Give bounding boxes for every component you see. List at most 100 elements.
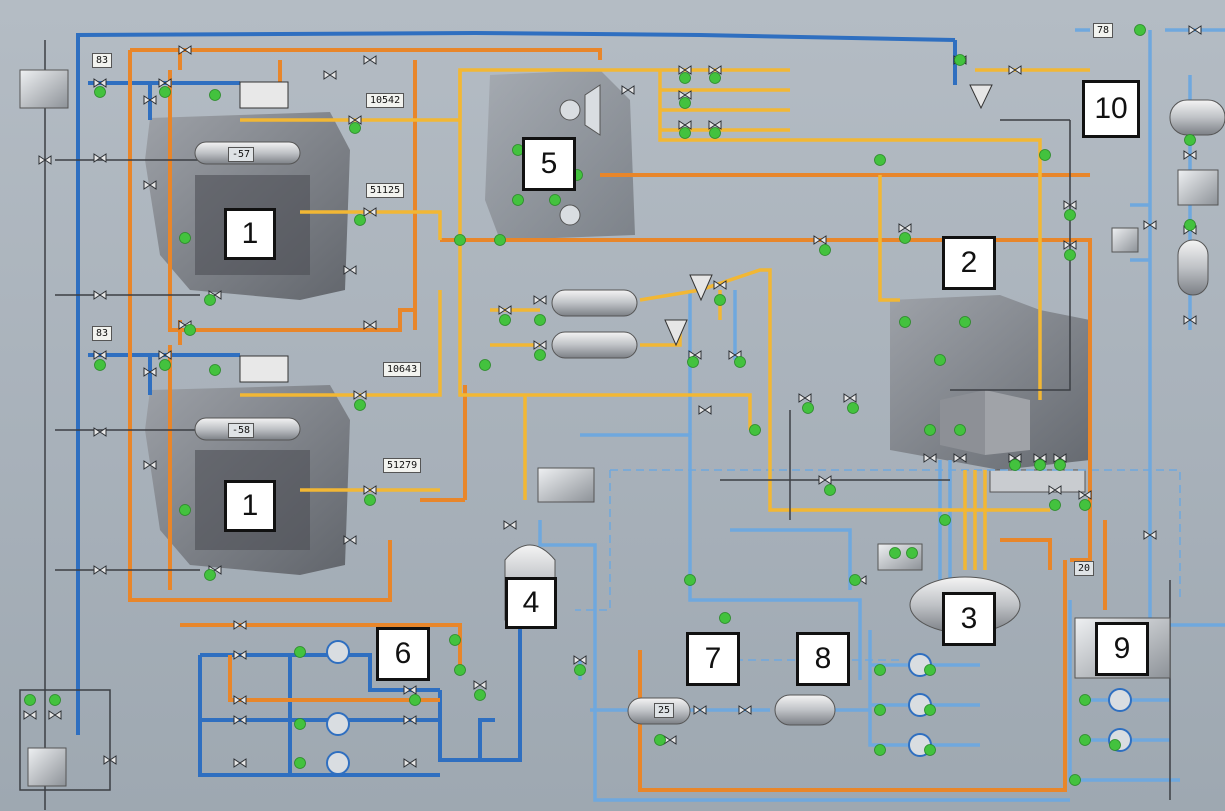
status-indicator-icon — [934, 354, 946, 366]
valve-icon[interactable] — [813, 235, 827, 245]
status-indicator-icon — [494, 234, 506, 246]
valve-icon[interactable] — [1063, 200, 1077, 210]
valve-icon[interactable] — [233, 715, 247, 725]
valve-icon[interactable] — [233, 620, 247, 630]
status-indicator-icon — [1054, 459, 1066, 471]
valve-icon[interactable] — [533, 340, 547, 350]
status-indicator-icon — [159, 86, 171, 98]
valve-icon[interactable] — [798, 393, 812, 403]
valve-icon[interactable] — [38, 155, 52, 165]
valve-icon[interactable] — [103, 755, 117, 765]
status-indicator-icon — [354, 399, 366, 411]
valve-icon[interactable] — [713, 280, 727, 290]
valve-icon[interactable] — [1008, 65, 1022, 75]
status-indicator-icon — [1069, 774, 1081, 786]
valve-icon[interactable] — [233, 695, 247, 705]
valve-icon[interactable] — [233, 758, 247, 768]
status-indicator-icon — [534, 349, 546, 361]
valve-icon[interactable] — [818, 475, 832, 485]
status-indicator-icon — [24, 694, 36, 706]
valve-icon[interactable] — [158, 78, 172, 88]
status-indicator-icon — [454, 234, 466, 246]
label-unit-4: 4 — [505, 577, 557, 629]
valves — [23, 25, 1202, 768]
valve-icon[interactable] — [403, 685, 417, 695]
valve-icon[interactable] — [363, 207, 377, 217]
valve-icon[interactable] — [1078, 490, 1092, 500]
valve-icon[interactable] — [923, 453, 937, 463]
valve-icon[interactable] — [708, 65, 722, 75]
valve-icon[interactable] — [1183, 315, 1197, 325]
valve-icon[interactable] — [473, 680, 487, 690]
valve-icon[interactable] — [503, 520, 517, 530]
valve-icon[interactable] — [533, 295, 547, 305]
valve-icon[interactable] — [323, 70, 337, 80]
valve-icon[interactable] — [498, 305, 512, 315]
status-indicator-icon — [294, 718, 306, 730]
status-indicator-icon — [184, 324, 196, 336]
valve-icon[interactable] — [693, 705, 707, 715]
valve-icon[interactable] — [178, 45, 192, 55]
status-indicator-icon — [849, 574, 861, 586]
valve-icon[interactable] — [363, 320, 377, 330]
valve-icon[interactable] — [343, 535, 357, 545]
label-unit-7: 7 — [686, 632, 740, 686]
valve-icon[interactable] — [1048, 485, 1062, 495]
valve-icon[interactable] — [843, 393, 857, 403]
valve-icon[interactable] — [1063, 240, 1077, 250]
label-unit-9: 9 — [1095, 622, 1149, 676]
valve-icon[interactable] — [953, 453, 967, 463]
valve-icon[interactable] — [678, 65, 692, 75]
status-indicator-icon — [1039, 149, 1051, 161]
valve-icon[interactable] — [93, 153, 107, 163]
valve-icon[interactable] — [1188, 25, 1202, 35]
valve-icon[interactable] — [158, 350, 172, 360]
label-unit-1-top: 1 — [224, 208, 276, 260]
valve-icon[interactable] — [143, 95, 157, 105]
status-indicator-icon — [1079, 694, 1091, 706]
valve-icon[interactable] — [93, 427, 107, 437]
status-indicator-icon — [1184, 219, 1196, 231]
status-indicator-icon — [179, 232, 191, 244]
valve-icon[interactable] — [403, 715, 417, 725]
valve-icon[interactable] — [363, 485, 377, 495]
status-indicator-icon — [354, 214, 366, 226]
valve-icon[interactable] — [708, 120, 722, 130]
valve-icon[interactable] — [93, 290, 107, 300]
valve-icon[interactable] — [348, 115, 362, 125]
valve-icon[interactable] — [1143, 220, 1157, 230]
status-indicator-icon — [474, 689, 486, 701]
valve-icon[interactable] — [363, 55, 377, 65]
valve-icon[interactable] — [353, 390, 367, 400]
label-unit-5: 5 — [522, 137, 576, 191]
steam-yellow-lines — [240, 68, 1090, 570]
valve-icon[interactable] — [343, 265, 357, 275]
valve-icon[interactable] — [678, 120, 692, 130]
valve-icon[interactable] — [573, 655, 587, 665]
valve-icon[interactable] — [233, 650, 247, 660]
valve-icon[interactable] — [403, 758, 417, 768]
valve-icon[interactable] — [738, 705, 752, 715]
label-unit-8: 8 — [796, 632, 850, 686]
cyclone-separators — [664, 84, 993, 347]
valve-icon[interactable] — [698, 405, 712, 415]
status-indicator-icon — [709, 72, 721, 84]
valve-icon[interactable] — [1143, 530, 1157, 540]
valve-icon[interactable] — [93, 565, 107, 575]
label-unit-1-bottom: 1 — [224, 480, 276, 532]
valve-icon[interactable] — [143, 367, 157, 377]
valve-icon[interactable] — [93, 78, 107, 88]
valve-icon[interactable] — [23, 710, 37, 720]
valve-icon[interactable] — [1183, 150, 1197, 160]
status-indicator-icon — [719, 612, 731, 624]
valve-icon[interactable] — [678, 90, 692, 100]
valve-icon[interactable] — [93, 350, 107, 360]
valve-icon[interactable] — [621, 85, 635, 95]
valve-icon[interactable] — [48, 710, 62, 720]
valve-icon[interactable] — [143, 180, 157, 190]
valve-icon[interactable] — [898, 223, 912, 233]
valve-icon[interactable] — [143, 460, 157, 470]
drum-readout-bottom: -58 — [228, 423, 255, 438]
status-indicator-icon — [714, 294, 726, 306]
status-indicator-icon — [159, 359, 171, 371]
